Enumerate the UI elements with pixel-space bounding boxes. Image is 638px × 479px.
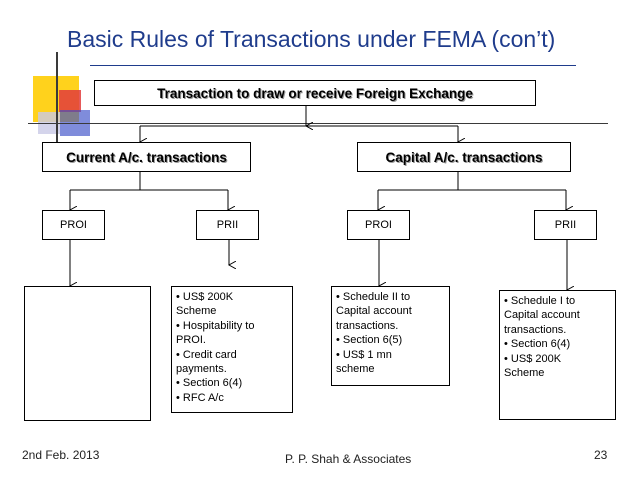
detail-line: scheme: [336, 363, 375, 376]
detail-line: payments.: [176, 363, 227, 376]
deco-vertical-rule: [56, 52, 58, 152]
current-proi-label: PROI: [60, 219, 87, 231]
current-account-node: Current A/c. transactions: [42, 142, 251, 172]
capital-prii-label: PRII: [554, 219, 577, 231]
detail-line: • US$ 200K: [504, 352, 562, 365]
deco-horizontal-rule: [28, 123, 608, 124]
detail-line: PROI.: [176, 334, 206, 347]
detail-line: • Schedule I to: [504, 295, 576, 307]
detail-line: transactions.: [336, 319, 399, 332]
detail-line: • Hospitability to: [176, 319, 255, 332]
capital-prii-detail: • Schedule I to Capital account transact…: [499, 290, 616, 420]
capital-proi-node: PROI: [347, 210, 410, 240]
current-prii-label: PRII: [216, 219, 239, 231]
detail-line: transactions.: [504, 323, 567, 336]
root-node: Transaction to draw or receive Foreign E…: [94, 80, 536, 106]
capital-proi-label: PROI: [365, 219, 392, 231]
detail-line: • Credit card: [176, 348, 237, 361]
detail-line: • RFC A/c: [176, 391, 224, 404]
footer-page-number: 23: [594, 448, 608, 462]
title-underline: [90, 65, 576, 66]
detail-line: • US$ 200K: [176, 291, 234, 303]
detail-line: Scheme: [176, 305, 217, 318]
detail-line: • Section 6(4): [176, 377, 243, 390]
detail-line: • Schedule II to: [336, 291, 411, 303]
current-account-label: Current A/c. transactions: [66, 149, 227, 165]
capital-prii-node: PRII: [534, 210, 597, 240]
footer-firm: P. P. Shah & Associates: [285, 452, 412, 466]
page-title: Basic Rules of Transactions under FEMA (…: [67, 26, 556, 52]
root-label: Transaction to draw or receive Foreign E…: [157, 85, 473, 101]
detail-line: • US$ 1 mn: [336, 348, 392, 361]
current-proi-node: PROI: [42, 210, 105, 240]
capital-account-label: Capital A/c. transactions: [385, 149, 543, 165]
capital-account-node: Capital A/c. transactions: [357, 142, 571, 172]
detail-line: • Section 6(5): [336, 334, 403, 347]
detail-line: Scheme: [504, 367, 545, 380]
footer-date: 2nd Feb. 2013: [22, 448, 100, 462]
deco-red-square: [59, 90, 81, 112]
capital-proi-detail: • Schedule II to Capital account transac…: [331, 286, 450, 386]
detail-line: Capital account: [504, 309, 580, 322]
current-prii-detail: • US$ 200K Scheme • Hospitability to PRO…: [171, 286, 293, 413]
detail-line: • Section 6(4): [504, 338, 571, 351]
current-prii-node: PRII: [196, 210, 259, 240]
current-proi-detail: [24, 286, 151, 421]
detail-line: Capital account: [336, 305, 412, 318]
